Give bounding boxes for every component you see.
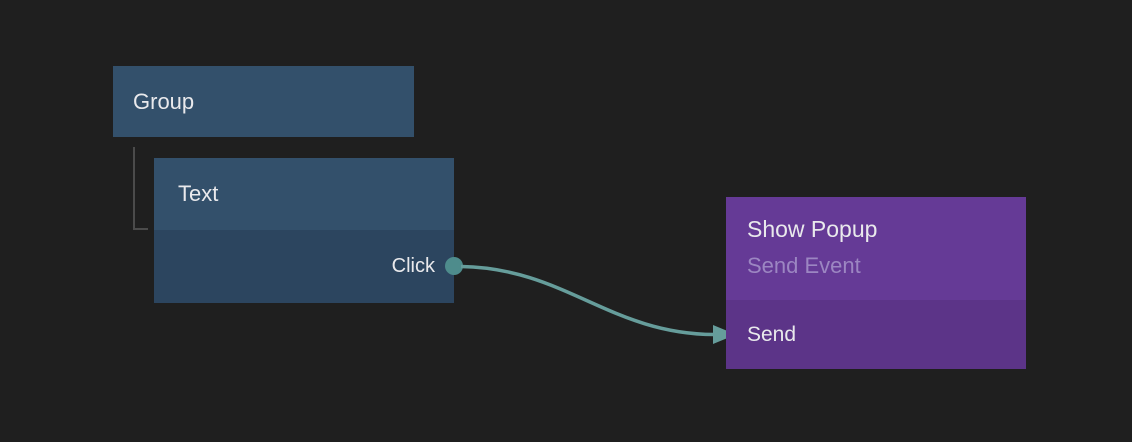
tree-connector-line bbox=[133, 147, 148, 230]
node-show-popup[interactable]: Show Popup Send Event Send bbox=[726, 197, 1026, 369]
node-show-popup-subtitle: Send Event bbox=[747, 253, 861, 278]
node-text-title: Text bbox=[178, 181, 219, 206]
node-show-popup-title: Show Popup bbox=[747, 216, 878, 242]
node-group-title: Group bbox=[133, 88, 195, 114]
connection-wire-click-to-send[interactable] bbox=[460, 264, 736, 345]
node-group[interactable]: Group bbox=[113, 66, 414, 137]
action-send-label: Send bbox=[747, 322, 797, 346]
wire-path[interactable] bbox=[460, 264, 715, 337]
node-text[interactable]: Text Click bbox=[154, 158, 454, 303]
event-click-label: Click bbox=[391, 255, 435, 277]
event-row-click[interactable]: Click bbox=[154, 230, 454, 303]
node-show-popup-header[interactable]: Show Popup Send Event bbox=[726, 197, 1026, 300]
action-row-send[interactable]: Send bbox=[726, 300, 1026, 369]
output-port-click[interactable] bbox=[445, 257, 463, 275]
node-text-header[interactable]: Text bbox=[154, 158, 454, 230]
